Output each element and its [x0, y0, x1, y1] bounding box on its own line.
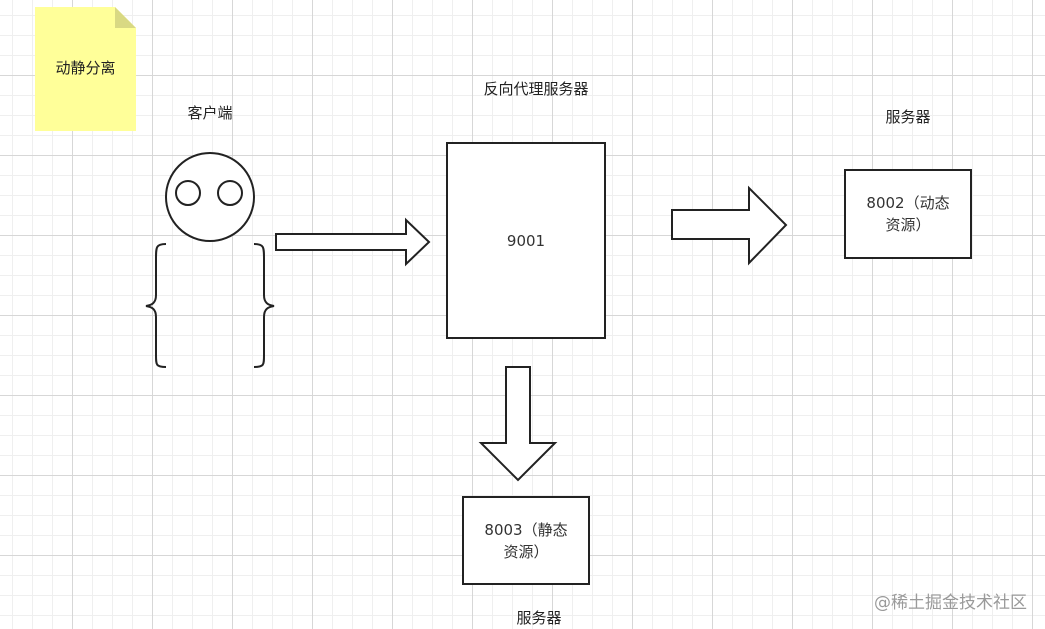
proxy-port-text: 9001 — [506, 231, 546, 250]
proxy-server-box[interactable]: 9001 — [446, 142, 606, 339]
person-icon[interactable] — [140, 152, 280, 375]
dynamic-server-label: 服务器 — [885, 108, 931, 126]
static-server-box[interactable]: 8003（静态 资源） — [462, 496, 590, 585]
sticky-note[interactable]: 动静分离 — [35, 7, 136, 131]
proxy-label: 反向代理服务器 — [483, 80, 589, 98]
dynamic-server-text: 8002（动态 资源） — [866, 192, 949, 236]
dynamic-server-box[interactable]: 8002（动态 资源） — [844, 169, 972, 259]
arrow-icon-client-to-proxy — [275, 217, 431, 267]
client-label: 客户端 — [187, 104, 233, 122]
static-server-text-line2: 资源） — [503, 542, 549, 561]
static-server-text-line1: 8003（静态 — [484, 520, 568, 539]
sticky-note-text: 动静分离 — [55, 59, 116, 77]
watermark: @稀土掘金技术社区 — [874, 593, 1027, 613]
dynamic-server-text-line2: 资源） — [885, 216, 931, 234]
static-server-label: 服务器 — [516, 609, 562, 627]
arrow-icon-proxy-to-static — [478, 366, 558, 482]
dynamic-server-text-line1: 8002（动态 — [866, 194, 950, 212]
arrow-icon-proxy-to-dynamic — [671, 185, 788, 266]
static-server-text: 8003（静态 资源） — [484, 519, 567, 563]
sticky-note-shape — [35, 7, 136, 131]
